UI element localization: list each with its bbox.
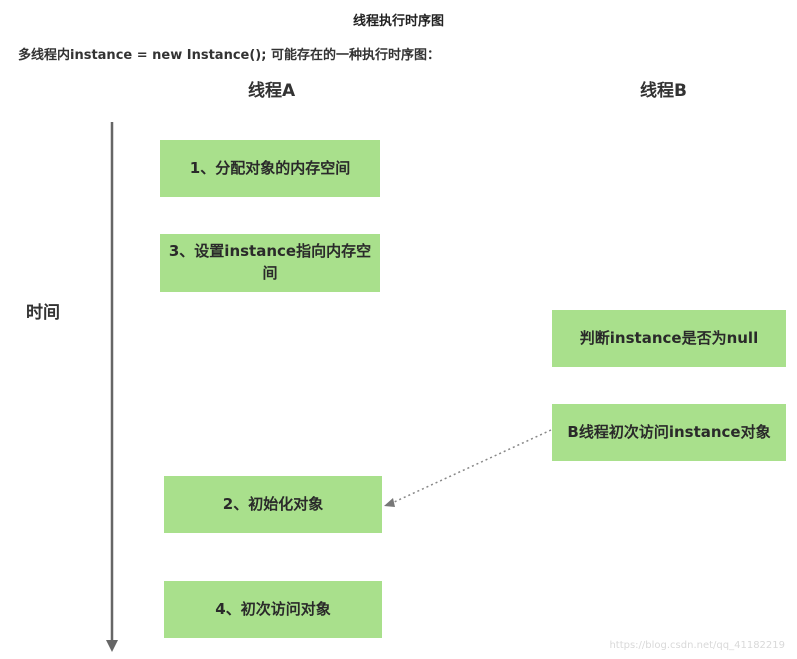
- dotted-arrow-head-icon: [384, 498, 395, 507]
- thread-a-step-set-reference: 3、设置instance指向内存空间: [160, 234, 380, 292]
- page-title: 线程执行时序图: [352, 14, 444, 29]
- thread-a-step-initialize: 2、初始化对象: [164, 476, 382, 533]
- diagram-subtitle: 多线程内instance = new Instance(); 可能存在的一种执行…: [18, 48, 440, 63]
- thread-b-step-first-access: B线程初次访问instance对象: [552, 404, 786, 461]
- step-label: 3、设置instance指向内存空间: [168, 242, 372, 282]
- watermark: https://blog.csdn.net/qq_41182219: [609, 640, 785, 651]
- step-label: 2、初始化对象: [222, 494, 324, 513]
- step-label: 1、分配对象的内存空间: [189, 158, 351, 177]
- thread-a-step-first-access: 4、初次访问对象: [164, 581, 382, 638]
- thread-b-header: 线程B: [640, 81, 687, 101]
- thread-b-step-null-check: 判断instance是否为null: [552, 310, 786, 367]
- step-label: B线程初次访问instance对象: [567, 422, 771, 441]
- time-axis-label: 时间: [26, 303, 60, 323]
- thread-a-header: 线程A: [248, 81, 296, 101]
- time-axis-arrowhead-icon: [106, 640, 118, 652]
- step-label: 判断instance是否为null: [579, 328, 759, 347]
- thread-a-step-allocate-memory: 1、分配对象的内存空间: [160, 140, 380, 197]
- step-label: 4、初次访问对象: [215, 599, 331, 618]
- access-dotted-arrow: [391, 429, 552, 504]
